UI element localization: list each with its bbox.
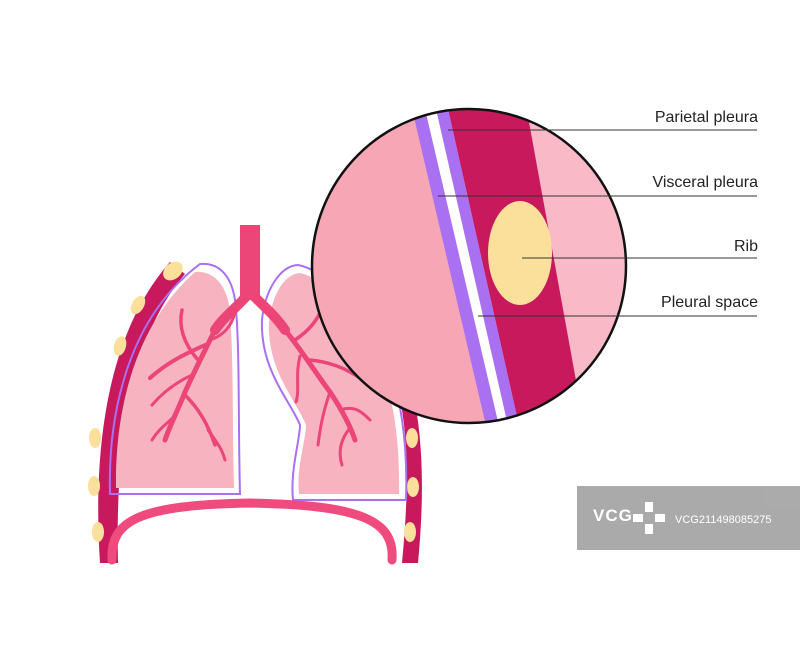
right-lung (268, 273, 400, 494)
label-visceral-pleura: Visceral pleura (652, 174, 758, 191)
vcg-logo-icon (633, 502, 665, 534)
leader-lines (438, 129, 757, 317)
pleura-zoom-circle (310, 107, 628, 425)
left-pleura-outline (108, 262, 242, 495)
left-lung (115, 271, 234, 488)
rib-cross-section (488, 201, 552, 305)
diaphragm (107, 498, 397, 565)
label-rib: Rib (733, 238, 758, 255)
watermark-id: VCG211498085275 (675, 514, 772, 526)
chest-wall-right (398, 388, 422, 563)
watermark-logo: VCG (593, 506, 633, 525)
label-pleural-space: Pleural space (661, 294, 758, 311)
watermark: VCG VCG211498085275 (577, 486, 800, 550)
bronchial-tree (148, 225, 372, 467)
label-parietal-pleura: Parietal pleura (654, 109, 758, 126)
